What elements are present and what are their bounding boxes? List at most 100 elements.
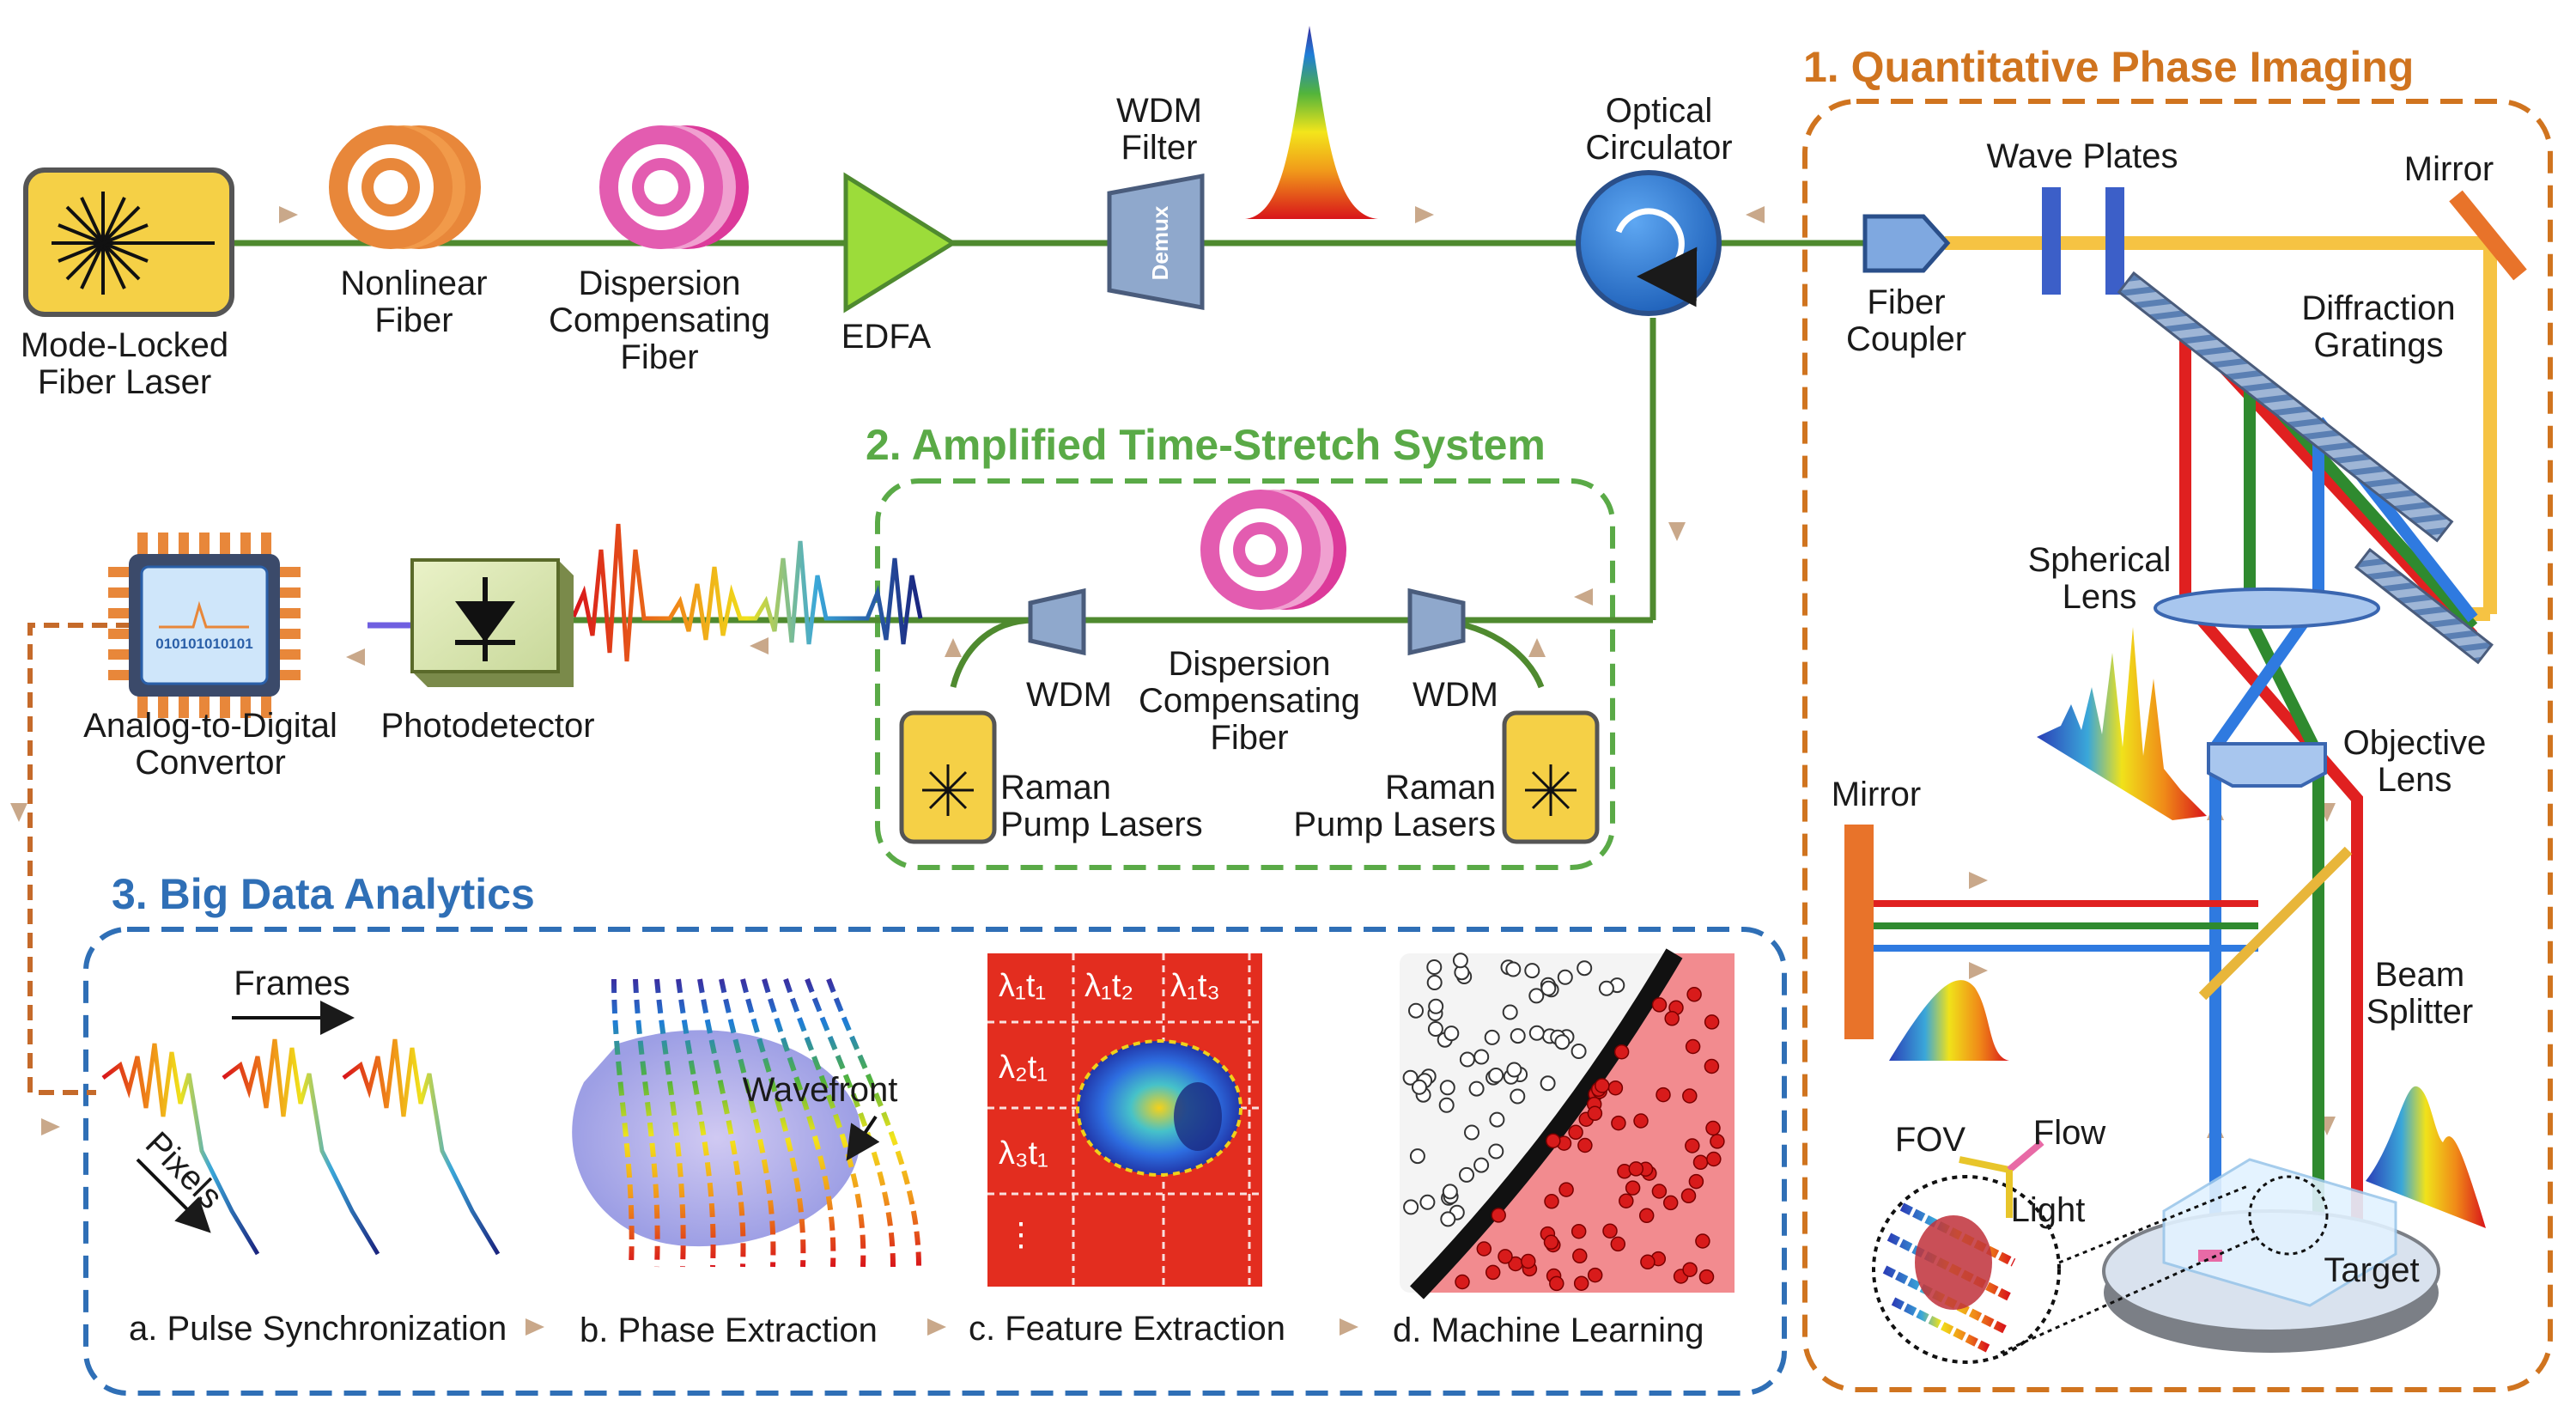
- adc-label-2: Convertor: [135, 744, 286, 782]
- pixels-label: Pixels: [138, 1125, 230, 1217]
- ml-sample-dot: [1528, 988, 1545, 1004]
- ml-sample-dot: [1540, 1075, 1556, 1092]
- fov-label: FOV: [1895, 1121, 1966, 1159]
- photodetector: [410, 558, 574, 687]
- ml-sample-dot: [1577, 960, 1593, 977]
- fiber-coupler: [1862, 214, 1951, 273]
- ml-sample-dot: [1488, 1143, 1504, 1159]
- objective-lens-label-2: Lens: [2378, 761, 2452, 799]
- cell-l3t1: λ₃t₁: [999, 1135, 1048, 1172]
- ml-sample-dot: [1528, 1025, 1545, 1041]
- spherical-lens: [2154, 587, 2380, 629]
- ml-sample-dot: [1510, 1088, 1526, 1105]
- spherical-lens-label-1: Spherical: [2028, 541, 2172, 579]
- adc-chip: 010101010101: [108, 533, 301, 718]
- adc-bits-text: 010101010101: [155, 636, 252, 652]
- mirror-left-label: Mirror: [1832, 776, 1921, 813]
- wdm-left: [1028, 587, 1086, 656]
- ml-sample-dot: [1568, 1124, 1583, 1141]
- ml-sample-dot: [1607, 1080, 1624, 1096]
- ml-sample-dot: [1476, 1241, 1492, 1257]
- gratings-label-1: Diffraction: [2301, 289, 2455, 327]
- target-stage: [2102, 1158, 2440, 1353]
- ml-sample-dot: [1502, 1004, 1518, 1020]
- ml-sample-dot: [1651, 997, 1668, 1013]
- target-label: Target: [2324, 1251, 2419, 1289]
- cell-ellipsis-v: ⋮: [1005, 1217, 1037, 1253]
- stretch-section-box: [875, 478, 1615, 870]
- ml-sample-dot: [1602, 1223, 1618, 1239]
- ml-sample-dot: [1704, 1058, 1720, 1074]
- ml-sample-dot: [1705, 1120, 1721, 1136]
- spectrum-pulse-icon: [1245, 26, 1378, 219]
- ml-sample-dot: [1468, 1080, 1485, 1097]
- ml-sample-dot: [1611, 1115, 1626, 1131]
- ml-sample-dot: [1440, 1211, 1456, 1227]
- ml-sample-dot: [1459, 1166, 1474, 1183]
- ml-sample-dot: [1710, 1134, 1725, 1149]
- diffraction-grating-2: [2354, 547, 2494, 665]
- ml-sample-dot: [1543, 1234, 1559, 1251]
- beam-splitter: [2198, 846, 2353, 1001]
- ml-sample-dot: [1682, 1088, 1698, 1104]
- ml-sample-dot: [1426, 975, 1443, 990]
- wave-plate-1: [2042, 187, 2061, 295]
- raman-pump-right: [1502, 710, 1600, 844]
- ml-sample-dot: [1409, 1148, 1425, 1165]
- ml-sample-dot: [1573, 1275, 1589, 1291]
- wdm-right: [1407, 587, 1466, 656]
- raman-pump-left: [899, 710, 997, 844]
- wave-plate-2: [2105, 187, 2124, 295]
- ml-sample-dot: [1540, 980, 1557, 996]
- analytics-section-box: [83, 927, 1787, 1396]
- ml-sample-dot: [1685, 1038, 1701, 1055]
- ml-sample-dot: [1412, 1079, 1427, 1095]
- ml-sample-dot: [1452, 953, 1468, 969]
- machine-learning-panel: [1400, 948, 1735, 1299]
- ml-sample-dot: [1625, 1180, 1641, 1196]
- ml-sample-dot: [1656, 1086, 1671, 1103]
- spherical-lens-label-2: Lens: [2063, 578, 2137, 616]
- ml-sample-dot: [1524, 963, 1540, 979]
- ml-sample-dot: [1571, 1223, 1587, 1239]
- frames-label: Frames: [234, 965, 350, 1002]
- reference-beams: [1874, 900, 2258, 952]
- nonlinear-label-1: Nonlinear: [340, 265, 487, 302]
- ml-sample-dot: [1428, 998, 1444, 1014]
- ml-sample-dot: [1587, 1267, 1603, 1283]
- wave-plates-label: Wave Plates: [1986, 137, 2178, 175]
- cell-l1t2: λ₁t₂: [1084, 968, 1133, 1004]
- ml-sample-dot: [1554, 1034, 1571, 1050]
- feature-extraction-panel: [987, 953, 1262, 1287]
- ml-sample-dot: [1680, 1188, 1697, 1204]
- ml-sample-dot: [1619, 1193, 1634, 1208]
- ml-sample-dot: [1459, 1051, 1475, 1068]
- ml-sample-dot: [1403, 1199, 1419, 1215]
- ml-sample-dot: [1692, 1154, 1709, 1171]
- ml-sample-dot: [1638, 1208, 1655, 1224]
- raman-left-label-1: Raman: [1000, 769, 1111, 806]
- stretched-pulse-waveform: [571, 523, 923, 662]
- reference-spectrum-icon: [1889, 980, 2009, 1061]
- stretch-section-title: 2. Amplified Time-Stretch System: [866, 421, 1546, 469]
- ml-sample-dot: [1572, 1248, 1588, 1264]
- optical-circulator: [1576, 170, 1722, 316]
- flow-label: Flow: [2033, 1114, 2106, 1152]
- step-c-label: c. Feature Extraction: [969, 1310, 1285, 1348]
- ml-sample-dot: [1557, 969, 1573, 985]
- cell-l2t1: λ₂t₁: [999, 1050, 1048, 1086]
- ml-sample-dot: [1521, 1253, 1536, 1269]
- dcf-top-label-3: Fiber: [620, 338, 698, 376]
- ml-sample-dot: [1439, 1080, 1455, 1096]
- ml-sample-dot: [1442, 1184, 1458, 1200]
- ml-sample-dot: [1587, 1105, 1603, 1122]
- ml-sample-dot: [1698, 1269, 1715, 1285]
- ml-sample-dot: [1571, 1044, 1587, 1059]
- mirror-top: [2449, 190, 2527, 281]
- ml-sample-dot: [1628, 1161, 1644, 1177]
- step-b-label: b. Phase Extraction: [580, 1312, 878, 1349]
- mode-locked-laser: [23, 167, 234, 317]
- cell-l1t3: λ₁t₃: [1170, 968, 1220, 1004]
- ml-sample-dot: [1473, 1157, 1490, 1173]
